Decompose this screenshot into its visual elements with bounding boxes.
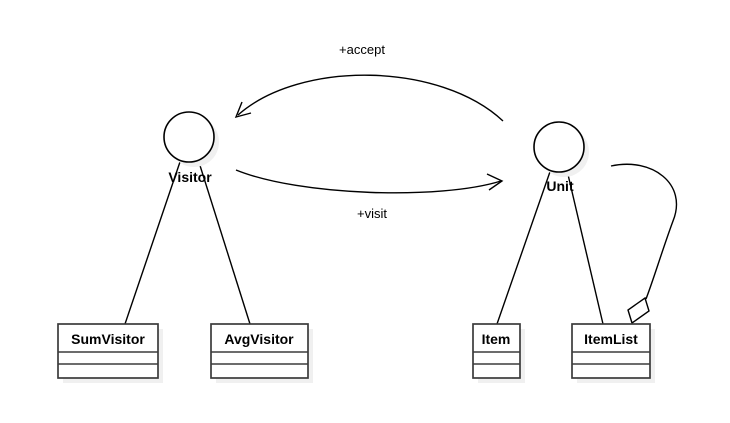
avgvisitor-label: AvgVisitor <box>224 331 294 347</box>
unit-label: Unit <box>546 178 574 194</box>
edge-visit[interactable]: +visit <box>235 169 504 221</box>
visitor-circle[interactable] <box>163 111 215 163</box>
visit-edge-label: +visit <box>357 206 387 221</box>
visitor-label: Visitor <box>168 169 212 185</box>
itemlist-box[interactable] <box>571 323 651 379</box>
class-node-itemlist[interactable]: ItemList <box>571 323 655 383</box>
edge-accept[interactable]: +accept <box>234 42 504 122</box>
sumvisitor-label: SumVisitor <box>71 331 145 347</box>
visit-edge-path[interactable] <box>235 169 502 194</box>
aggregation-edge-path[interactable] <box>610 163 678 300</box>
edge-visitor-avgvisitor[interactable] <box>196 155 251 325</box>
aggregation-diamond-icon <box>627 296 650 325</box>
edge-visitor-sumvisitor[interactable] <box>124 155 183 325</box>
edge-unit-item[interactable] <box>496 165 553 325</box>
unit-circle[interactable] <box>533 121 585 173</box>
interface-node-unit[interactable]: Unit <box>533 121 589 194</box>
avgvisitor-box[interactable] <box>210 323 309 379</box>
item-box[interactable] <box>472 323 521 379</box>
class-node-sumvisitor[interactable]: SumVisitor <box>57 323 163 383</box>
class-node-avgvisitor[interactable]: AvgVisitor <box>210 323 313 383</box>
item-label: Item <box>482 331 511 347</box>
sumvisitor-box[interactable] <box>57 323 159 379</box>
accept-open-arrowhead-icon <box>234 101 252 119</box>
visit-open-arrowhead-icon <box>486 173 504 191</box>
class-node-item[interactable]: Item <box>472 323 525 383</box>
accept-edge-path[interactable] <box>237 74 504 122</box>
interface-node-visitor[interactable]: Visitor <box>163 111 219 185</box>
accept-edge-label: +accept <box>339 42 385 57</box>
edge-itemlist-aggregates-unit[interactable] <box>610 163 678 325</box>
edge-unit-itemlist[interactable] <box>565 165 604 325</box>
itemlist-label: ItemList <box>584 331 638 347</box>
